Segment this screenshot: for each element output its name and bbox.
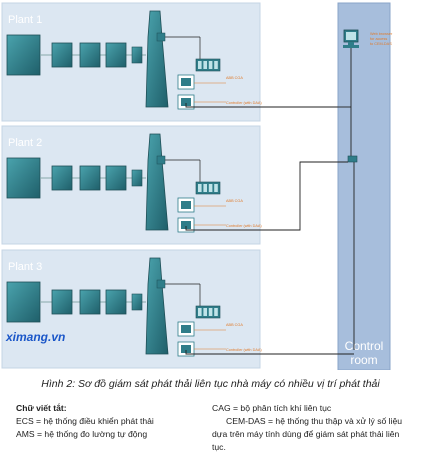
figure-caption: Hình 2: Sơ đồ giám sát phát thải liên tụ…: [41, 378, 380, 390]
plant-1: Plant 1 ABB CGA Controller (with DAA): [1, 2, 351, 122]
plant-2: Plant 2 ABB CGA Controller (with DAA): [1, 125, 348, 245]
bus-line: [185, 103, 338, 108]
process-unit-2: [79, 165, 101, 191]
analyzer-cabinet: [195, 305, 221, 319]
watermark: ximang.vn: [6, 330, 66, 344]
process-unit-3: [105, 42, 127, 68]
analyzer-slot: [214, 61, 218, 69]
controller-screen: [181, 78, 191, 86]
process-unit-3: [105, 289, 127, 315]
web-browser-note-3: to CEM-DAS: [370, 42, 392, 46]
control-room-label-line2: room: [350, 353, 377, 367]
network-switch: [347, 155, 358, 163]
process-unit-1: [51, 42, 73, 68]
control-room-label-line1: Control: [345, 339, 384, 353]
process-unit-2: [79, 289, 101, 315]
legend-title: Chữ viết tắt:: [16, 403, 67, 413]
legend-item-cag: CAG = bộ phân tích khí liên tục: [212, 403, 332, 413]
stack: [145, 10, 169, 108]
analyzer-slot: [198, 61, 202, 69]
web-browser-note-2: for access: [370, 37, 387, 41]
legend-item-ecs: ECS = hệ thống điều khiển phát thải: [16, 416, 154, 426]
emission-monitoring-diagram: Control room Web browser for access to C…: [1, 2, 393, 370]
controller-screen: [181, 201, 191, 209]
legend-right: CAG = bộ phân tích khí liên tục CEM-DAS …: [212, 402, 412, 454]
kiln-box: [6, 157, 41, 199]
stack: [145, 257, 169, 355]
probe: [156, 279, 166, 289]
controller-label: Controller (with DAA): [226, 348, 262, 352]
controller-screen-2: [181, 345, 191, 353]
fan-unit: [131, 169, 143, 187]
analyzer-label: ABB CGA: [226, 323, 243, 327]
kiln-box: [6, 34, 41, 76]
analyzer-label: ABB CGA: [226, 199, 243, 203]
process-unit-1: [51, 165, 73, 191]
web-browser-note-1: Web browser: [370, 32, 393, 36]
plant-label: Plant 1: [8, 14, 42, 26]
fan-unit: [131, 293, 143, 311]
control-room-panel: [337, 2, 391, 370]
analyzer-slot: [203, 308, 207, 316]
analyzer-slot: [214, 184, 218, 192]
analyzer-slot: [208, 184, 213, 192]
controller-label: Controller (with DAA): [226, 224, 262, 228]
plant-label: Plant 3: [8, 261, 42, 273]
controller-screen-2: [181, 98, 191, 106]
probe: [156, 155, 166, 165]
plant-label: Plant 2: [8, 137, 42, 149]
process-unit-1: [51, 289, 73, 315]
controller-screen-2: [181, 221, 191, 229]
analyzer-cabinet: [195, 181, 221, 195]
plant-3: Plant 3 ABB CGA Controller (with DAA): [1, 249, 354, 369]
analyzer-label: ABB CGA: [226, 76, 243, 80]
analyzer-slot: [214, 308, 218, 316]
analyzer-slot: [208, 61, 213, 69]
bus-line: [185, 350, 354, 355]
computer-icon: [343, 29, 359, 48]
fan-unit: [131, 46, 143, 64]
analyzer-slot: [198, 308, 202, 316]
legend-item-cem-das: CEM-DAS = hệ thống thu thập và xử lý số …: [212, 416, 403, 452]
kiln-box: [6, 281, 41, 323]
controller-label: Controller (with DAA): [226, 101, 262, 105]
analyzer-slot: [198, 184, 202, 192]
analyzer-cabinet: [195, 58, 221, 72]
analyzer-slot: [208, 308, 213, 316]
process-unit-2: [79, 42, 101, 68]
process-unit-3: [105, 165, 127, 191]
bus-line: [185, 161, 348, 231]
analyzer-slot: [203, 184, 207, 192]
legend-item-ams: AMS = hệ thống đo lường tự động: [16, 429, 148, 439]
legend-left: Chữ viết tắt: ECS = hệ thống điều khiển …: [16, 402, 196, 441]
controller-screen: [181, 325, 191, 333]
probe: [156, 32, 166, 42]
analyzer-slot: [203, 61, 207, 69]
stack: [145, 133, 169, 231]
